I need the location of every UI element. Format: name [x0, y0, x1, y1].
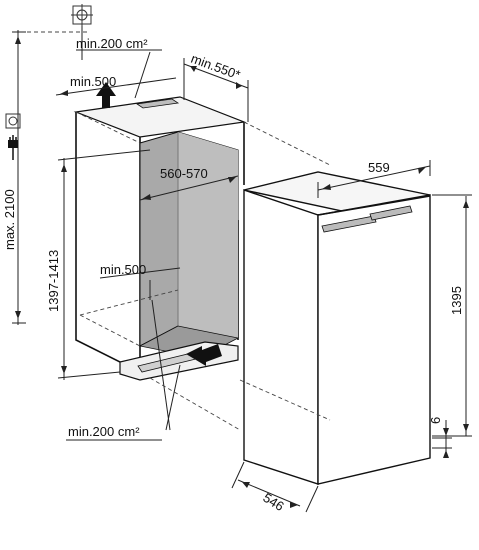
top-guide-line [243, 121, 331, 166]
niche-cabinet [73, 96, 247, 381]
appliance-width-label: 559 [368, 160, 390, 175]
appliance-width-dimension: 559 [317, 160, 431, 198]
niche-height-label: 1397-1413 [46, 250, 61, 312]
inner-depth-label: min.500 [100, 262, 146, 277]
inner-depth-dimension: min.500 [99, 262, 181, 300]
vent-bottom-label: min.200 cm² [68, 424, 140, 439]
power-plug-icon [8, 135, 18, 160]
bottom-airflow-arrow [186, 344, 222, 366]
airflow-arrow-icon [96, 82, 116, 108]
refrigerator-appliance [243, 171, 431, 485]
plinth-gap-dimension: 6 [428, 417, 452, 458]
niche-width-dimension: 560-570 [139, 166, 239, 201]
power-socket-icon [5, 113, 21, 129]
floor-guide-line [239, 379, 331, 421]
front-guide-line [149, 377, 241, 431]
top-clearance-label: min.500 [70, 74, 116, 89]
plinth-gap-label: 6 [428, 417, 443, 424]
niche-depth-label: min.550* [189, 51, 242, 83]
vent-top-pointer [134, 51, 151, 99]
vent-top-label: min.200 cm² [76, 36, 148, 51]
max-height-label: max. 2100 [2, 189, 17, 250]
appliance-depth-label: 546 [260, 490, 286, 514]
appliance-height-label: 1395 [449, 286, 464, 315]
top-clearance-dimension: min.500 [55, 74, 177, 96]
niche-width-label: 560-570 [160, 166, 208, 181]
vent-bottom-pointer [151, 299, 171, 431]
appliance-height-dimension: 1395 [432, 194, 472, 437]
max-height-dimension: max. 2100 [2, 30, 26, 325]
crosshair-symbol-icon [71, 4, 93, 26]
niche-height-dimension: 1397-1413 [46, 149, 151, 380]
